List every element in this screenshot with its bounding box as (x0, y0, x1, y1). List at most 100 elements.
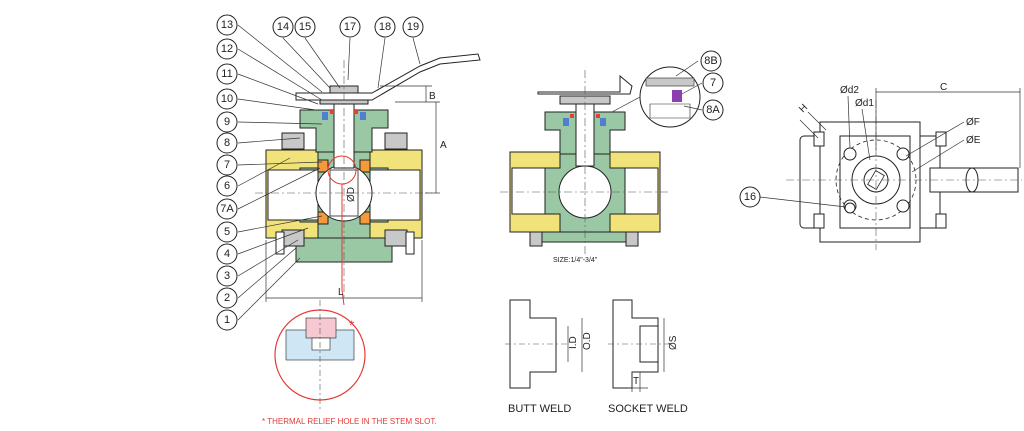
callout-7: 7 (702, 72, 724, 94)
dim-c: C (940, 82, 947, 93)
dim-a: A (440, 140, 447, 151)
bottom-bolt-left (281, 229, 305, 247)
callout-label: 8A (706, 104, 720, 116)
callout-circle (216, 14, 238, 36)
dim-b: B (429, 91, 436, 102)
callout-7a: 7A (216, 198, 238, 220)
small-seal-red-l (570, 114, 574, 118)
main-section-view: ØD A B L (255, 53, 481, 306)
callout-circle (700, 50, 722, 72)
callout-label: 7 (224, 159, 230, 171)
callout-7: 7 (216, 154, 238, 176)
small-handle (537, 74, 633, 95)
callout-16: 16 (739, 186, 761, 208)
size-note: SIZE:1/4"-3/4" (553, 257, 598, 264)
dim-l: L (338, 287, 344, 298)
callout-circle (216, 154, 238, 176)
callout-label: 1 (224, 314, 230, 326)
dim-od-main: ØD (346, 187, 357, 202)
mount-hole-tl (843, 147, 857, 161)
callout-label: 7 (710, 77, 716, 89)
dim-od: O.D (582, 332, 593, 350)
callout-label: 8B (704, 55, 717, 67)
callout-3: 3 (216, 265, 238, 287)
bottom-bolt-right (384, 229, 408, 247)
thermal-note: * THERMAL RELIEF HOLE IN THE STEM SLOT. (262, 417, 437, 426)
top-bolt-right (384, 132, 408, 150)
thermal-detail-slot (311, 337, 331, 351)
callout-label: 8 (224, 137, 230, 149)
socket-weld-view: ØS T SOCKET WELD (608, 299, 688, 415)
callout-14: 14 (272, 16, 294, 38)
socket-weld-outline (612, 299, 659, 389)
dim-d2: Ød2 (840, 85, 859, 96)
callout-circle (216, 221, 238, 243)
callout-label: 19 (407, 21, 419, 33)
callout-10: 10 (216, 88, 238, 110)
seal-detail-hatch (649, 103, 691, 119)
callout-label: 12 (221, 43, 233, 55)
callout-label: 16 (744, 191, 756, 203)
dim-h: H (797, 102, 810, 115)
callout-8a: 8A (702, 99, 724, 121)
seal-detail-purple (672, 90, 682, 102)
callout-label: 17 (344, 21, 356, 33)
callout-18: 18 (374, 16, 396, 38)
left-callouts: 13 12 11 10 9 8 7 6 7A 5 4 3 2 1 (216, 14, 238, 331)
callout-circle (216, 287, 238, 309)
dim-d1: Ød1 (855, 98, 874, 109)
seal-blue-left (322, 112, 328, 120)
left-leaders (237, 24, 323, 321)
thermal-detail: * (274, 300, 366, 412)
callout-label: 14 (277, 21, 289, 33)
bottom-body (295, 237, 393, 263)
small-seal-blue-r (600, 118, 606, 126)
callout-circle (339, 16, 361, 38)
callout-circle (216, 88, 238, 110)
callout-9: 9 (216, 111, 238, 133)
callout-label: 4 (224, 248, 230, 260)
end-bolt-br (935, 213, 947, 229)
callout-label: 2 (224, 292, 230, 304)
callout-2: 2 (216, 287, 238, 309)
end-bolt-tr (935, 131, 947, 147)
callout-circle (294, 16, 316, 38)
callout-8: 8 (216, 132, 238, 154)
bottom-nut-left (275, 231, 285, 255)
handle (295, 53, 481, 101)
callout-label: 6 (224, 180, 230, 192)
right-callouts: 16 (739, 186, 761, 208)
small-bore-left (511, 167, 546, 215)
callout-5: 5 (216, 221, 238, 243)
detail-leader (341, 184, 345, 306)
seat-right-top (359, 159, 371, 173)
bore-right (369, 169, 421, 221)
small-bottom-bolt-l (529, 231, 543, 247)
callout-17: 17 (339, 16, 361, 38)
end-bolt-tl (813, 131, 825, 147)
small-seal-red-r (596, 114, 600, 118)
callout-label: 5 (224, 226, 230, 238)
socket-weld-label: SOCKET WELD (608, 403, 688, 415)
callout-circle (216, 111, 238, 133)
seal-red-right (354, 110, 358, 114)
callout-circle (702, 99, 724, 121)
seat-left-top (317, 159, 329, 173)
callout-11: 11 (216, 63, 238, 85)
callout-circle (702, 72, 724, 94)
callout-13: 13 (216, 14, 238, 36)
callout-label: 18 (379, 21, 391, 33)
small-size-view: SIZE:1/4"-3/4" (500, 70, 670, 264)
top-leaders (282, 37, 421, 89)
callout-circle (374, 16, 396, 38)
callout-circle (216, 175, 238, 197)
callout-circle (216, 309, 238, 331)
callout-label: 10 (221, 93, 233, 105)
end-bolt-bl (813, 213, 825, 229)
bore-left (267, 169, 319, 221)
small-bore-right (624, 167, 659, 215)
dim-e: ØE (966, 135, 981, 146)
top-bolt-left (281, 132, 305, 150)
